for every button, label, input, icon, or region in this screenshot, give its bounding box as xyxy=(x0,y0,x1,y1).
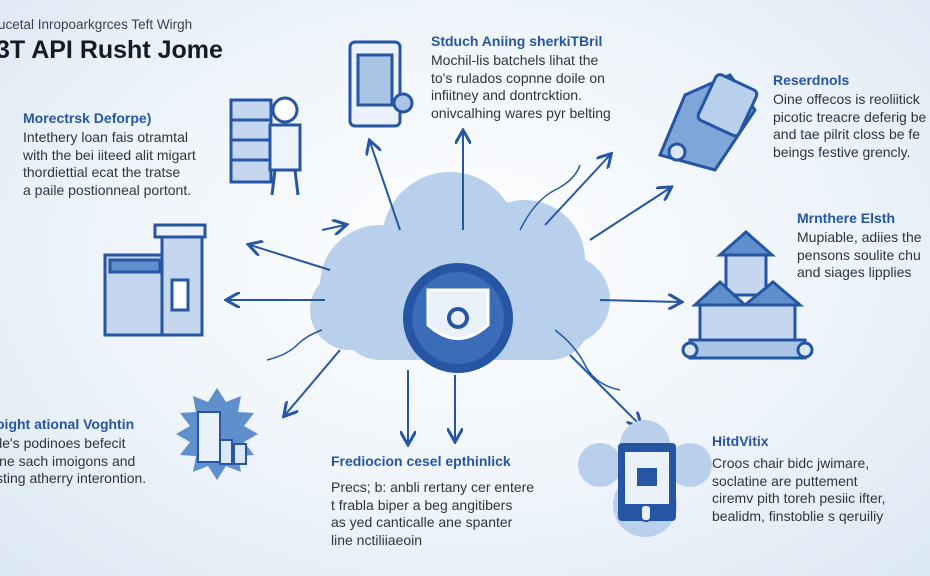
tablet-checklist-icon xyxy=(578,420,712,537)
info-block-1: Morectrsk Deforpe) Intethery loan fais o… xyxy=(23,110,196,199)
info-block-6: Frediocion cesel epthinlick Precs; b: an… xyxy=(331,453,534,549)
building-icon xyxy=(103,223,207,337)
server-rack-icon xyxy=(229,96,302,196)
info-block-7: HitdVitix Croos chair bidc jwimare, socl… xyxy=(712,433,886,525)
block-body: Intethery loan fais otramtal with the be… xyxy=(23,129,196,198)
connector-arrows xyxy=(228,132,680,443)
wavy-lines xyxy=(266,164,621,391)
block-heading: Morectrsk Deforpe) xyxy=(23,110,152,126)
block-heading: Frediocion cesel epthinlick xyxy=(331,453,511,469)
info-block-5: oight ational Voghtin ile's podinoes bef… xyxy=(0,416,146,488)
block-body: Croos chair bidc jwimare, soclatine are … xyxy=(712,455,886,524)
block-heading: oight ational Voghtin xyxy=(0,416,135,432)
info-block-2: Stduch Aniing sherkiTBril Mochil-lis bat… xyxy=(431,33,611,122)
info-block-3: Reserdnols Oine offecos is reoliitick pi… xyxy=(773,72,926,161)
mobile-device-icon xyxy=(348,40,414,128)
block-heading: HitdVitix xyxy=(712,433,769,449)
houses-icon xyxy=(681,229,814,360)
shield-lock-icon xyxy=(403,263,513,373)
block-body: Oine offecos is reoliitick picotic treac… xyxy=(773,91,927,160)
starburst-badge-icon xyxy=(176,388,258,480)
block-body: Mochil-lis batchels lihat the to's rulad… xyxy=(431,52,611,121)
page-title: 3T API Rusht Jome xyxy=(0,36,223,64)
block-body: Mupiable, adiies the pensons soulite chu… xyxy=(797,229,922,280)
block-body: Precs; b: anbli rertany cer entere t fra… xyxy=(331,479,535,548)
block-heading: Reserdnols xyxy=(773,72,850,88)
block-heading: Stduch Aniing sherkiTBril xyxy=(431,33,603,49)
block-heading: Mrnthere Elsth xyxy=(797,210,896,226)
info-block-4: Mrnthere Elsth Mupiable, adiies the pens… xyxy=(797,210,922,282)
header-subtitle: ucetal Inropoarkgrces Teft Wirgh xyxy=(0,17,193,32)
folder-icon xyxy=(657,73,759,172)
block-body: ile's podinoes befecit ine sach imoigons… xyxy=(0,435,147,486)
